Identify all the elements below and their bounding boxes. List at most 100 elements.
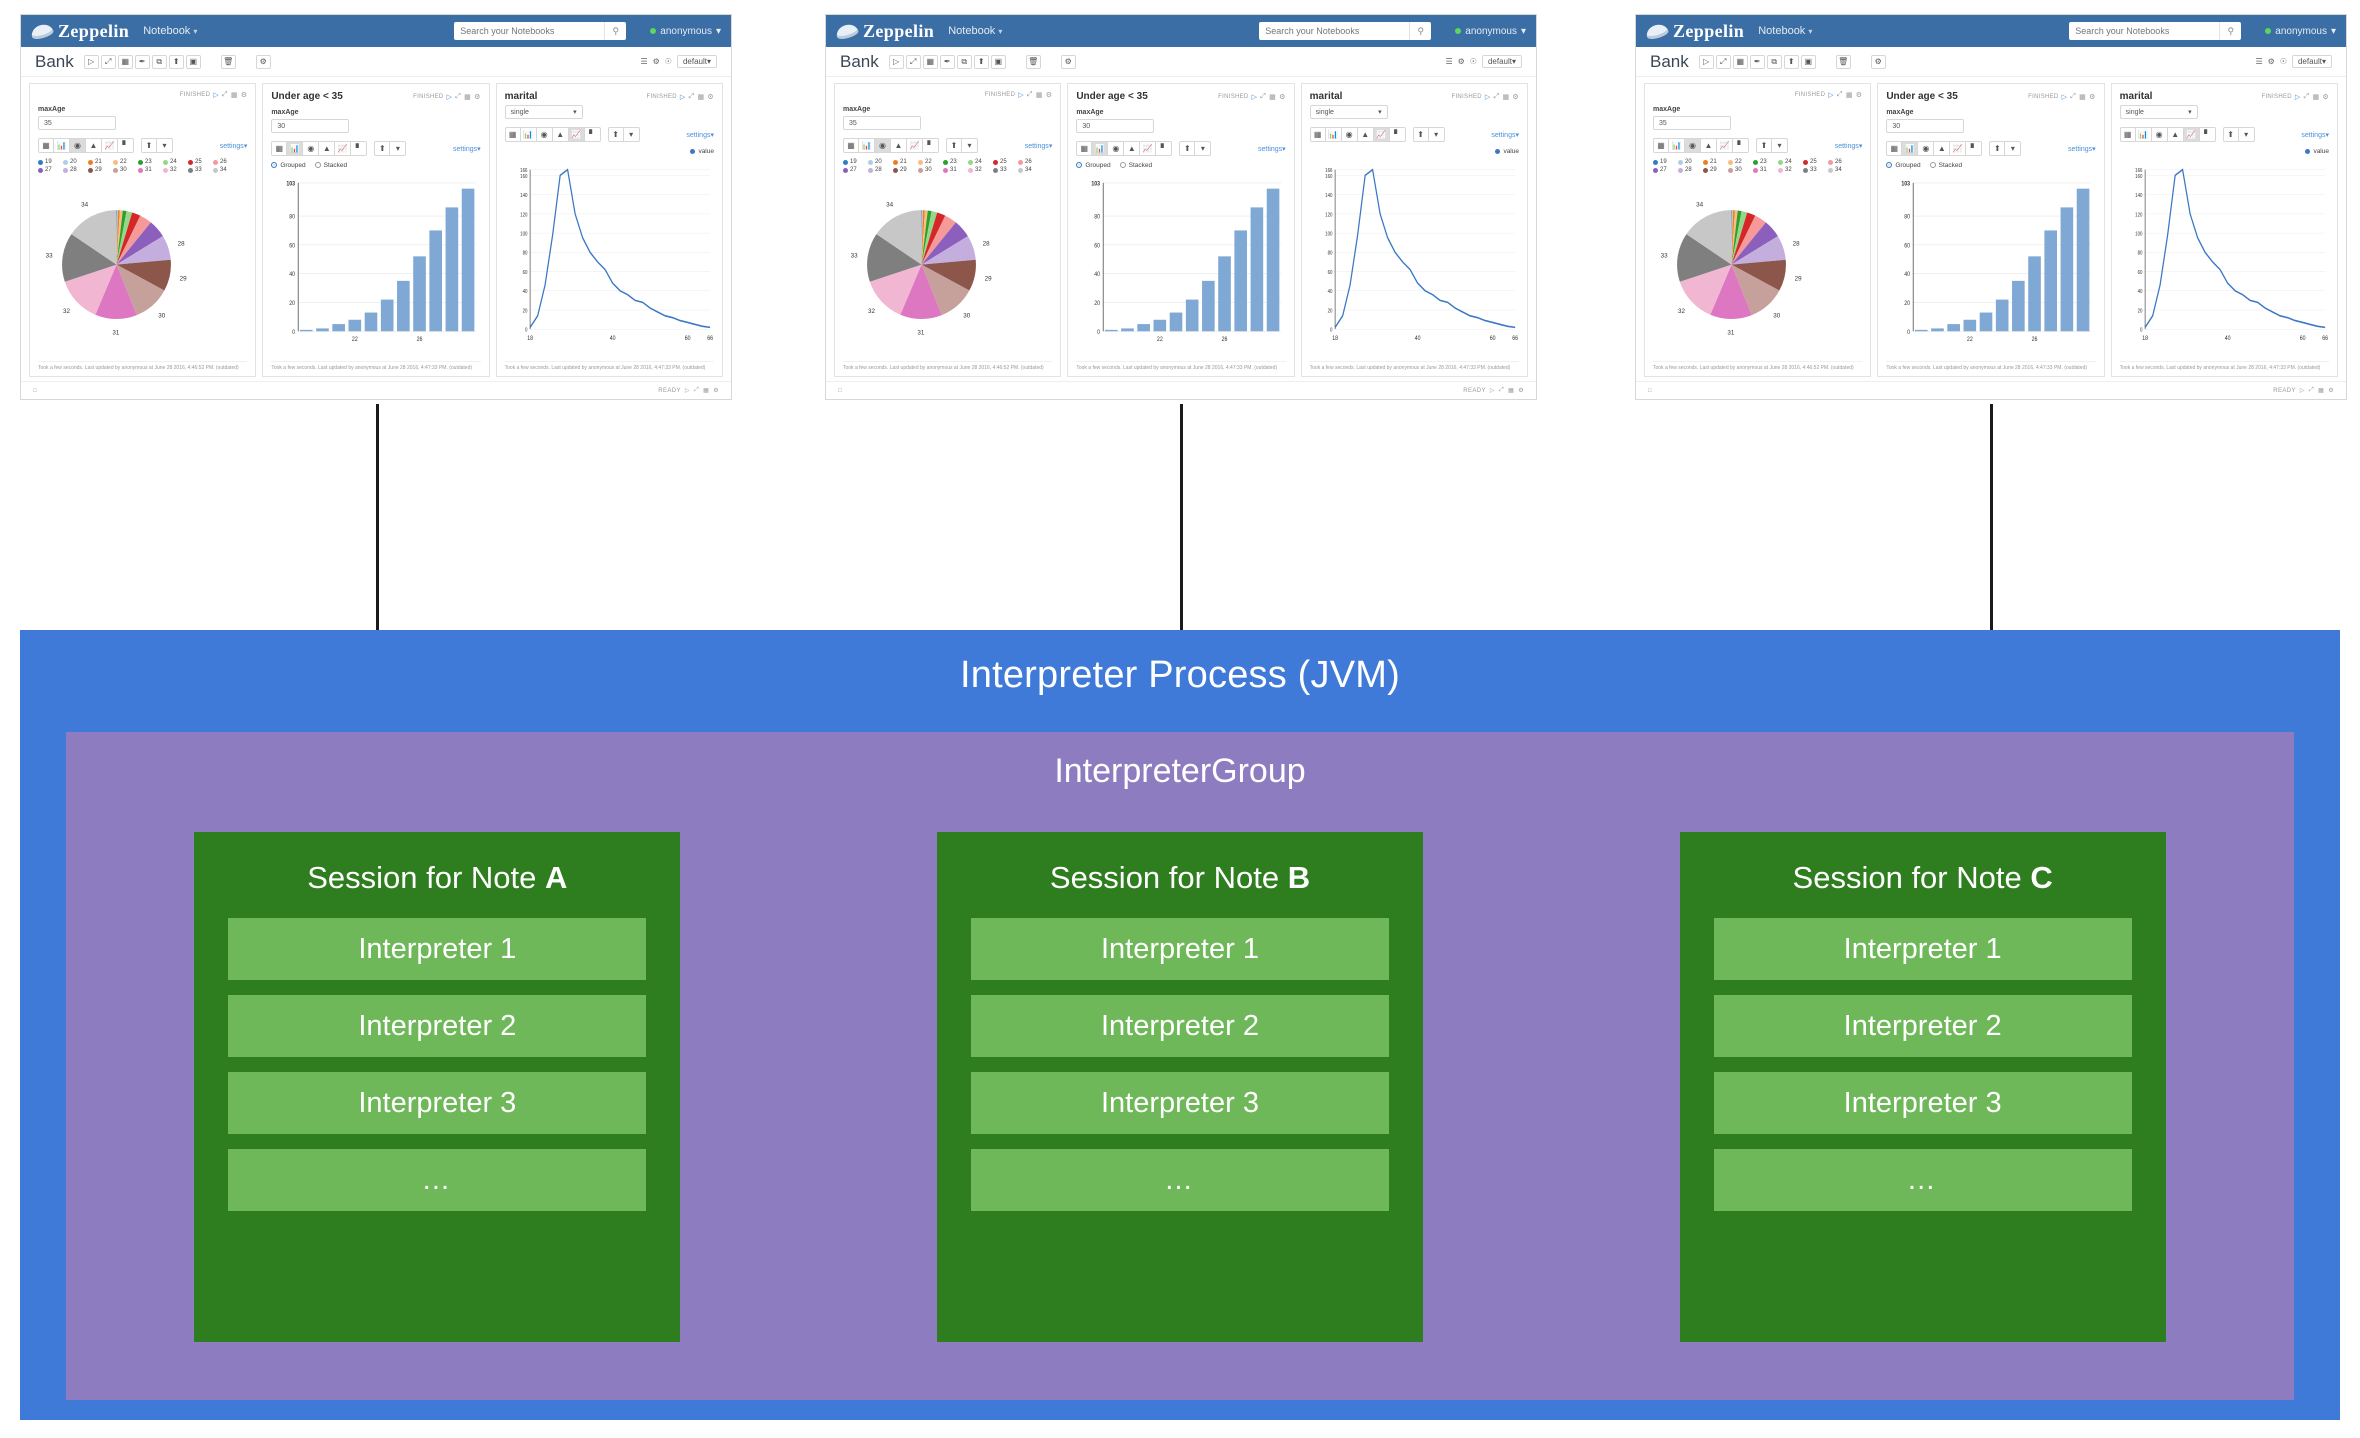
play-icon[interactable]: ▷ bbox=[2061, 93, 2068, 101]
play-icon[interactable]: ▷ bbox=[1828, 92, 1834, 99]
chevron-down-icon[interactable]: ▾ bbox=[1428, 127, 1445, 142]
pie-slice[interactable] bbox=[1731, 212, 1756, 265]
pie-slice[interactable] bbox=[1677, 234, 1732, 282]
layout-icon[interactable]: ▦ bbox=[1845, 92, 1853, 99]
bar[interactable] bbox=[1218, 256, 1232, 332]
pie-chart-icon[interactable]: ◉ bbox=[1108, 141, 1125, 156]
expand-icon[interactable]: ⤢ bbox=[693, 387, 700, 393]
bar-chart-icon[interactable]: 📊 bbox=[1325, 127, 1342, 142]
legend-item[interactable]: 24 bbox=[968, 159, 988, 165]
line-chart-icon[interactable]: 📈 bbox=[1373, 127, 1390, 142]
pie-slice[interactable] bbox=[64, 264, 117, 315]
layout-icon[interactable]: ▦ bbox=[230, 92, 238, 99]
chevron-down-icon[interactable]: ▾ bbox=[1772, 138, 1788, 153]
interpreter-item[interactable]: Interpreter 3 bbox=[970, 1072, 1389, 1134]
lock-icon[interactable]: ☉ bbox=[1469, 57, 1477, 66]
run-all-icon[interactable]: ▷ bbox=[1698, 54, 1714, 69]
gear-icon[interactable]: ⚙ bbox=[707, 93, 714, 101]
trash-icon[interactable]: 🗑 bbox=[1025, 54, 1041, 69]
maxage-input[interactable]: 30 bbox=[1886, 119, 1965, 133]
area-chart-icon[interactable]: ▲ bbox=[552, 127, 569, 142]
bug-icon[interactable]: ⚙ bbox=[652, 57, 660, 66]
bar[interactable] bbox=[1105, 329, 1118, 332]
pie-slice[interactable] bbox=[1731, 211, 1748, 265]
bar[interactable] bbox=[1234, 230, 1248, 332]
layout-icon[interactable]: ▦ bbox=[2079, 93, 2087, 101]
line-chart-icon[interactable]: 📈 bbox=[568, 127, 585, 142]
bar[interactable] bbox=[1963, 319, 1977, 332]
interpreter-binding-button[interactable]: default▾ bbox=[676, 55, 717, 68]
export-icon[interactable]: ⬆ bbox=[973, 54, 989, 69]
radio-stacked[interactable]: Stacked bbox=[1929, 162, 1962, 169]
bar[interactable] bbox=[381, 299, 394, 332]
play-icon[interactable]: ▷ bbox=[684, 388, 690, 394]
version-icon[interactable]: ▣ bbox=[1800, 54, 1816, 69]
legend-item[interactable]: 28 bbox=[1678, 167, 1698, 173]
bar[interactable] bbox=[1996, 299, 2009, 332]
bar[interactable] bbox=[413, 256, 427, 332]
settings-toggle[interactable]: settings▾ bbox=[1491, 131, 1519, 139]
bar[interactable] bbox=[2044, 230, 2058, 332]
play-icon[interactable]: ▷ bbox=[2294, 93, 2301, 101]
clone-icon[interactable]: ⧉ bbox=[956, 54, 972, 69]
legend-item[interactable]: 20 bbox=[868, 159, 888, 165]
legend-item[interactable]: 31 bbox=[943, 167, 963, 173]
bar[interactable] bbox=[300, 329, 313, 332]
bar[interactable] bbox=[1137, 324, 1151, 332]
pie-slice[interactable] bbox=[900, 264, 942, 320]
pie-chart-icon[interactable]: ◉ bbox=[2151, 127, 2168, 142]
interpreter-item[interactable]: Interpreter 3 bbox=[228, 1072, 647, 1134]
bar[interactable] bbox=[2028, 256, 2042, 332]
pie-slice[interactable] bbox=[95, 264, 137, 320]
gear-icon[interactable]: ⚙ bbox=[1855, 92, 1863, 99]
bar[interactable] bbox=[1170, 312, 1183, 332]
pie-slice[interactable] bbox=[921, 210, 923, 265]
scatter-chart-icon[interactable]: ▘ bbox=[584, 127, 601, 142]
legend-item[interactable]: 31 bbox=[138, 167, 158, 173]
radio-stacked[interactable]: Stacked bbox=[314, 162, 347, 169]
clone-icon[interactable]: ⧉ bbox=[151, 54, 167, 69]
pie-slice[interactable] bbox=[1731, 210, 1735, 265]
pie-slice[interactable] bbox=[71, 210, 117, 265]
user-menu[interactable]: anonymous ▾ bbox=[2265, 26, 2336, 37]
pie-slice[interactable] bbox=[116, 211, 133, 265]
paragraph-pie[interactable]: FINISHED ▷ ⤢ ▦ ⚙ maxAge 35 ▦ 📊 ◉ ▲ 📈 ▘ bbox=[29, 83, 257, 377]
legend-item[interactable]: 26 bbox=[1828, 159, 1848, 165]
maxage-input[interactable]: 30 bbox=[271, 119, 350, 133]
pie-chart-icon[interactable]: ◉ bbox=[875, 138, 891, 153]
legend-item[interactable]: 30 bbox=[918, 167, 938, 173]
pie-slice[interactable] bbox=[876, 210, 922, 265]
bar[interactable] bbox=[316, 328, 330, 332]
legend-item[interactable]: 22 bbox=[1728, 159, 1748, 165]
legend-item[interactable]: 23 bbox=[138, 159, 158, 165]
expand-icon[interactable]: ⤢ bbox=[455, 92, 462, 100]
list-icon[interactable]: ☰ bbox=[640, 57, 648, 66]
legend-item[interactable]: 28 bbox=[63, 167, 83, 173]
area-chart-icon[interactable]: ▲ bbox=[891, 138, 907, 153]
paragraph-bar[interactable]: Under age < 35 FINISHED ▷ ⤢ ▦ ⚙ maxAge 3… bbox=[1067, 83, 1295, 377]
pie-slice[interactable] bbox=[62, 234, 117, 282]
bug-icon[interactable]: ⚙ bbox=[2267, 57, 2275, 66]
bar[interactable] bbox=[1267, 188, 1280, 332]
search-input[interactable] bbox=[1259, 22, 1410, 40]
table-icon[interactable]: ▦ bbox=[843, 138, 859, 153]
line-chart-icon[interactable]: 📈 bbox=[907, 138, 923, 153]
gear-icon[interactable]: ⚙ bbox=[1518, 388, 1524, 394]
pie-chart-icon[interactable]: ◉ bbox=[1685, 138, 1701, 153]
pie-slice[interactable] bbox=[116, 259, 171, 291]
chevron-down-icon[interactable]: ▾ bbox=[1195, 141, 1212, 156]
bar[interactable] bbox=[429, 230, 443, 332]
pie-slice[interactable] bbox=[921, 211, 938, 265]
bar-chart-icon[interactable]: 📊 bbox=[520, 127, 537, 142]
legend-item[interactable]: 27 bbox=[38, 167, 58, 173]
legend-item[interactable]: 20 bbox=[63, 159, 83, 165]
search-box[interactable]: ⚲ bbox=[454, 22, 627, 40]
run-all-icon[interactable]: ▷ bbox=[83, 54, 99, 69]
legend-item[interactable]: 29 bbox=[88, 167, 108, 173]
paragraph-bar[interactable]: Under age < 35 FINISHED ▷ ⤢ ▦ ⚙ maxAge 3… bbox=[1877, 83, 2105, 377]
settings-toggle[interactable]: settings▾ bbox=[686, 131, 714, 139]
expand-icon[interactable]: ⤢ bbox=[688, 92, 695, 100]
trash-icon[interactable]: 🗑 bbox=[220, 54, 236, 69]
clear-output-icon[interactable]: ✒ bbox=[134, 54, 150, 69]
paragraph-pie[interactable]: FINISHED ▷ ⤢ ▦ ⚙ maxAge 35 ▦ 📊 ◉ ▲ 📈 ▘ bbox=[1644, 83, 1872, 377]
